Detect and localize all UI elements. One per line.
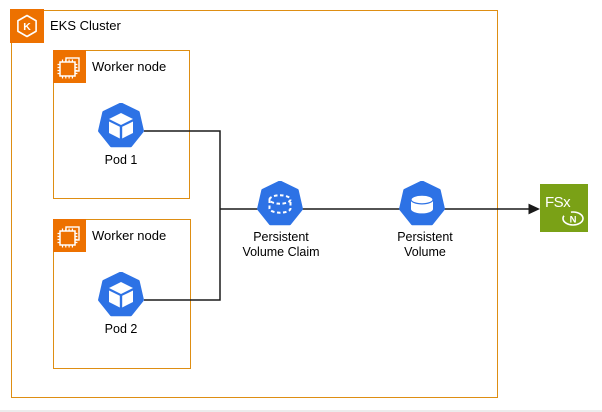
eks-kubernetes-icon: K — [10, 9, 44, 43]
pvc-label-line-2: Volume Claim — [242, 245, 320, 259]
worker-node-2-label: Worker node — [92, 228, 167, 243]
persistent-volume-claim-label: Persistent Volume Claim — [211, 230, 351, 260]
k8s-persistent-volume-icon — [399, 181, 445, 226]
k8s-pod-icon — [98, 103, 144, 148]
fsx-netapp-ontap-icon: FSx N — [540, 184, 588, 232]
eks-cluster-label: EKS Cluster — [50, 18, 121, 33]
instance-chip-icon — [53, 50, 86, 83]
k8s-pod-icon — [98, 272, 144, 317]
worker-node-1-label: Worker node — [92, 59, 167, 74]
pv-label-line-1: Persistent — [397, 230, 453, 244]
fsx-badge: N — [570, 215, 577, 226]
fsx-swoosh — [562, 211, 584, 226]
pv-label-line-2: Volume — [404, 245, 446, 259]
instance-chip-icon — [53, 219, 86, 252]
fsx-label: FSx — [545, 194, 571, 211]
pvc-label-line-1: Persistent — [253, 230, 309, 244]
connector-pods-trunk — [144, 130, 221, 301]
svg-text:K: K — [23, 21, 31, 33]
worker-node-1-box — [53, 50, 190, 199]
arrowhead-to-fsx — [528, 203, 540, 215]
pod-1-label: Pod 1 — [104, 153, 138, 167]
worker-node-2-box — [53, 219, 191, 369]
bottom-edge-divider — [0, 410, 602, 412]
pod-2-label: Pod 2 — [104, 322, 138, 336]
persistent-volume-label: Persistent Volume — [355, 230, 495, 260]
eks-cluster-box — [11, 10, 498, 398]
k8s-persistent-volume-claim-icon — [257, 181, 303, 226]
